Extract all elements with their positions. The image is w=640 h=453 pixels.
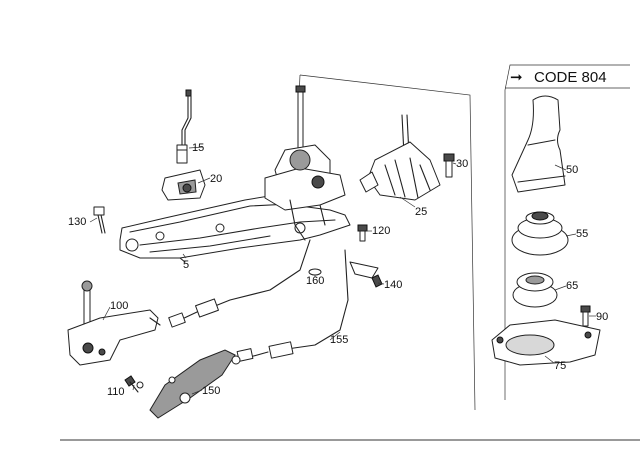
callout-55: 55 <box>576 228 588 240</box>
callout-20: 20 <box>210 173 222 185</box>
part-90-screw <box>580 305 591 327</box>
callout-155: 155 <box>330 334 348 346</box>
group-boundary <box>299 74 476 411</box>
callout-110: 110 <box>107 386 125 398</box>
callout-labels: 5 15 20 25 30 50 55 65 75 90 100 110 120… <box>68 142 608 398</box>
callout-90: 90 <box>596 311 608 323</box>
part-160-cable <box>168 239 322 328</box>
part-130-pin <box>93 206 106 234</box>
callout-15: 15 <box>192 142 204 154</box>
part-50-boot <box>511 95 566 193</box>
callout-50: 50 <box>566 164 578 176</box>
callout-140: 140 <box>384 279 402 291</box>
part-30-bolt <box>443 153 455 178</box>
callout-25: 25 <box>415 206 427 218</box>
callout-100: 100 <box>110 300 128 312</box>
code-arrow-icon: ➞ <box>510 69 523 86</box>
part-20-bracket <box>161 169 206 201</box>
callout-130: 130 <box>68 216 86 228</box>
part-75-frame <box>491 319 601 366</box>
code-label: CODE 804 <box>534 69 607 86</box>
leader-lines <box>89 146 596 395</box>
part-155-cable <box>231 249 349 365</box>
callout-5: 5 <box>183 259 189 271</box>
part-100-lever-unit <box>67 280 161 366</box>
callout-75: 75 <box>554 360 566 372</box>
callout-160: 160 <box>306 275 324 287</box>
callout-120: 120 <box>372 225 390 237</box>
part-110-bolt <box>124 375 144 393</box>
part-25-gate <box>359 114 441 201</box>
code-box: ➞ CODE 804 <box>504 64 630 400</box>
part-55-bellows <box>511 211 569 256</box>
part-120-bolt <box>357 224 368 242</box>
callout-30: 30 <box>456 158 468 170</box>
callout-150: 150 <box>202 385 220 397</box>
part-15-rod <box>176 89 192 164</box>
part-150-cover <box>149 349 236 419</box>
callout-65: 65 <box>566 280 578 292</box>
part-65-ring <box>512 272 558 308</box>
part-140-clip <box>349 261 383 288</box>
shift-lever-assembly <box>264 85 346 241</box>
